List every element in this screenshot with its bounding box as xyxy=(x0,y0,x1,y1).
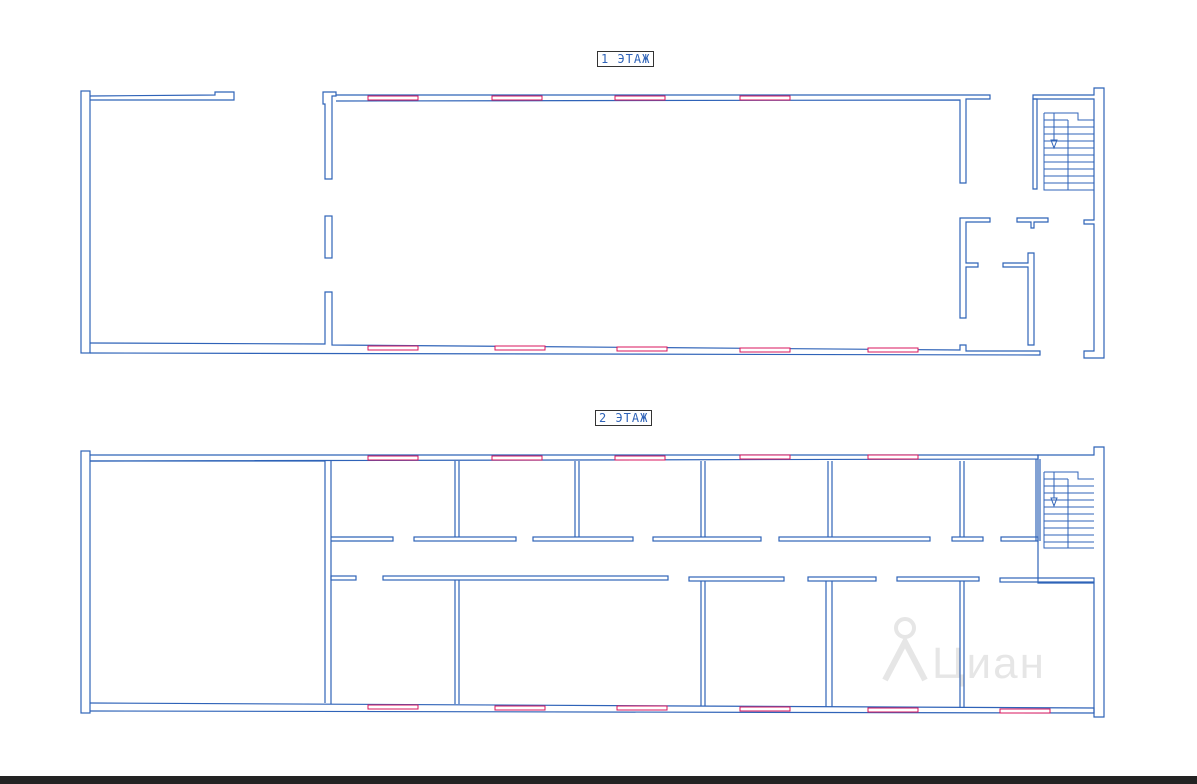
window xyxy=(739,454,791,460)
floor-2-office-wall xyxy=(574,461,580,537)
floor-2-corridor-wall xyxy=(896,576,980,582)
window xyxy=(739,95,791,101)
window xyxy=(367,704,419,710)
cian-watermark-logo: Циан xyxy=(882,617,1046,688)
floor-2-stair-wall xyxy=(1037,446,1105,718)
floor-1-staircase-icon xyxy=(1043,112,1094,191)
floor-2-room-wall xyxy=(454,580,460,704)
floor-2-office-wall xyxy=(827,461,833,537)
floor-2-corridor-wall xyxy=(951,536,984,542)
floor-1-top-left-wall xyxy=(89,91,235,101)
floor-1-stair-wall xyxy=(1032,87,1105,359)
floor-1-plan xyxy=(80,87,1105,359)
floor-1-windows xyxy=(367,95,919,353)
floor-2-office-wall xyxy=(454,461,460,537)
window xyxy=(491,455,543,461)
floor-2-corridor-wall xyxy=(382,575,669,581)
window xyxy=(491,95,543,101)
floor-2-corridor-wall xyxy=(778,536,931,542)
window xyxy=(367,345,419,351)
floor-1-service-wall-top xyxy=(1016,217,1049,229)
floor-2-room-wall xyxy=(700,581,706,706)
floor-2-windows xyxy=(367,454,1051,714)
floor-2-bottom-wall xyxy=(89,702,1095,714)
floor-2-room-wall xyxy=(825,581,833,707)
floor-1-bottom-wall xyxy=(89,291,1041,356)
floor-1-partition-top xyxy=(322,91,337,180)
floor-1-service-wall-left xyxy=(959,217,991,319)
floor-2-corridor-wall xyxy=(532,536,634,542)
window xyxy=(367,455,419,461)
floor-2-corridor-wall xyxy=(413,536,517,542)
floor-2-office-wall xyxy=(1035,459,1041,541)
floor-2-corridor-wall xyxy=(807,576,877,582)
floor-2-label: 2 ЭТАЖ xyxy=(595,410,653,426)
window xyxy=(867,454,919,460)
window xyxy=(494,705,546,711)
floor-2-left-room-wall xyxy=(90,460,332,704)
window xyxy=(999,708,1051,714)
floor-1-label: 1 ЭТАЖ xyxy=(597,51,655,67)
floor-1-service-wall-right xyxy=(1002,252,1035,346)
floor-1-left-wall xyxy=(80,90,91,354)
window xyxy=(494,345,546,351)
window xyxy=(739,347,791,353)
bottom-bar xyxy=(0,776,1197,784)
svg-text:Циан: Циан xyxy=(932,639,1046,688)
floor-2-corridor-wall xyxy=(652,536,762,542)
floor-2-corridor-wall xyxy=(999,577,1095,583)
floor-1-stair-inner-wall xyxy=(1032,98,1038,190)
floor-2-office-wall xyxy=(959,461,965,537)
floor-2-room-wall xyxy=(959,581,965,708)
window xyxy=(739,706,791,712)
floor-2-office-wall xyxy=(700,461,706,537)
window xyxy=(867,707,919,713)
window xyxy=(616,705,668,711)
floor-2-staircase-icon xyxy=(1043,471,1094,549)
window xyxy=(616,346,668,352)
window xyxy=(614,455,666,461)
floor-2-left-wall xyxy=(80,450,91,714)
window xyxy=(614,95,666,101)
floor-2-corridor-wall xyxy=(331,536,394,542)
window xyxy=(367,95,419,101)
floor-1-top-wall xyxy=(335,94,991,184)
floor-2-corridor-wall xyxy=(688,576,785,582)
floor-2-plan xyxy=(80,446,1105,718)
floor-2-corridor-wall xyxy=(1000,536,1039,542)
floor-1-partition-middle xyxy=(324,215,333,259)
window xyxy=(867,347,919,353)
floor-2-corridor-wall xyxy=(330,575,357,581)
